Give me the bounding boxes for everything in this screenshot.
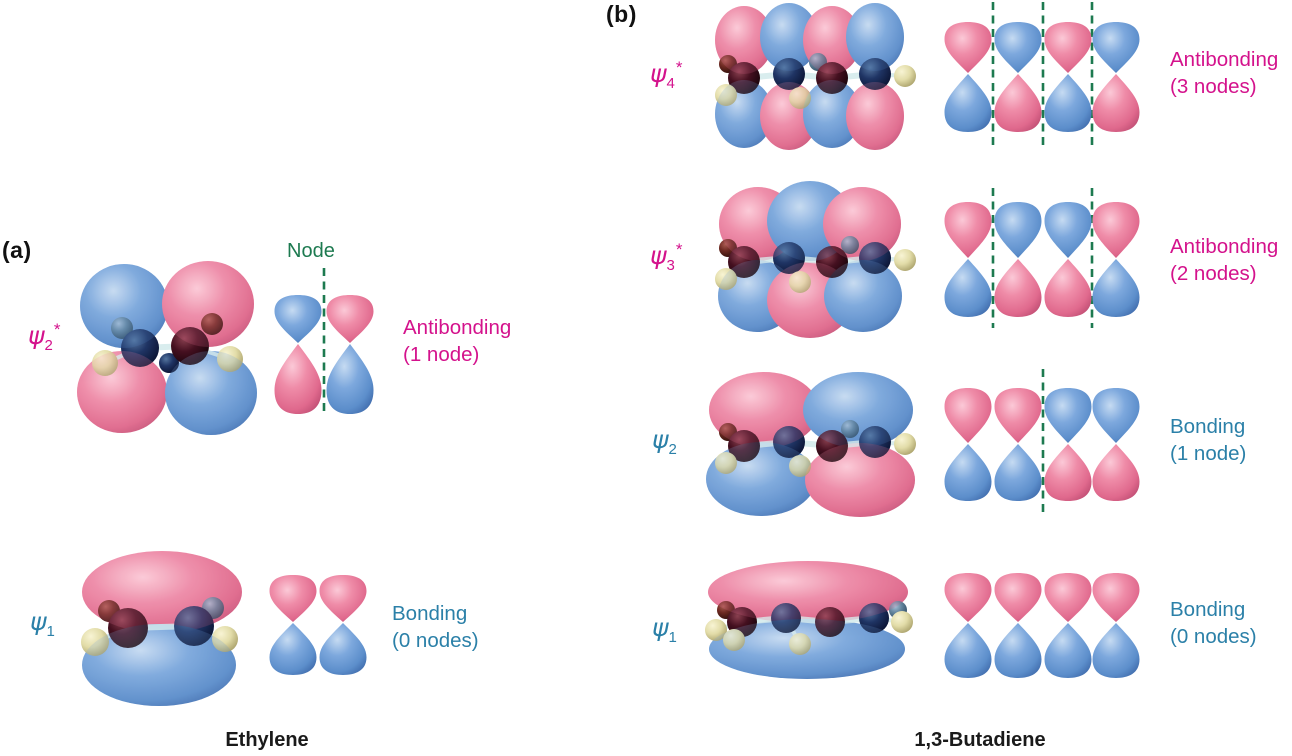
panel-b-label: (b): [606, 1, 637, 27]
mo-3d-butadiene-psi1: [705, 561, 913, 679]
psi-symbol: ψ: [28, 321, 45, 350]
psi-label-butadiene-psi2: ψ2: [652, 424, 678, 458]
mo-type-label-ethylene-psi2star: Antibonding (1 node): [403, 314, 511, 368]
psi-label-ethylene-psi2star: ψ2*: [28, 320, 60, 354]
mo-type-line2: (1 node): [1170, 442, 1247, 465]
mo-3d-butadiene-psi2: [706, 372, 916, 517]
psi-symbol: ψ: [650, 59, 667, 88]
mo-3d-butadiene-psi4star: [715, 3, 916, 150]
mo-3d-ethylene-psi2star: [77, 261, 257, 435]
psi-symbol: ψ: [30, 607, 47, 636]
psi-subscript: 2: [668, 441, 677, 458]
psi-symbol: ψ: [652, 613, 669, 642]
p-orbital-schematic-ethylene-psi2star: [274, 268, 374, 415]
mo-type-line2: (2 nodes): [1170, 262, 1257, 285]
psi-superscript: *: [675, 58, 683, 77]
mo-type-line1: Antibonding: [1170, 235, 1279, 258]
psi-label-butadiene-psi3star: ψ3*: [650, 240, 682, 274]
psi-subscript: 1: [668, 629, 677, 646]
psi-subscript: 4: [666, 75, 675, 92]
p-orbital-schematic-butadiene-psi1: [944, 573, 1140, 678]
p-orbital-schematic-butadiene-psi3star: [944, 188, 1140, 328]
mo-type-label-butadiene-psi3star: Antibonding (2 nodes): [1170, 233, 1278, 287]
mo-type-line2: (0 nodes): [1170, 625, 1257, 648]
mo-type-line1: Bonding: [1170, 415, 1246, 438]
molecule-name-ethylene: Ethylene: [225, 729, 309, 751]
psi-subscript: 1: [46, 623, 55, 640]
mo-type-line2: (3 nodes): [1170, 75, 1257, 98]
psi-label-butadiene-psi1: ψ1: [652, 612, 678, 646]
mo-type-label-butadiene-psi2: Bonding (1 node): [1170, 413, 1246, 467]
psi-symbol: ψ: [652, 425, 669, 454]
mo-type-line1: Antibonding: [1170, 48, 1279, 71]
p-orbital-schematic-butadiene-psi4star: [944, 2, 1140, 150]
mo-type-line1: Bonding: [1170, 598, 1246, 621]
mo-3d-butadiene-psi3star: [715, 181, 916, 338]
psi-superscript: *: [53, 320, 61, 339]
mo-3d-ethylene-psi1: [81, 551, 242, 706]
psi-label-butadiene-psi4star: ψ4*: [650, 58, 682, 92]
psi-symbol: ψ: [650, 241, 667, 270]
p-orbital-schematic-butadiene-psi2: [944, 369, 1140, 512]
mo-type-line2: (1 node): [403, 343, 480, 366]
psi-subscript: 3: [666, 257, 675, 274]
mo-type-label-butadiene-psi1: Bonding (0 nodes): [1170, 596, 1257, 650]
p-orbital-schematic-ethylene-psi1: [269, 575, 367, 675]
mo-type-label-butadiene-psi4star: Antibonding (3 nodes): [1170, 46, 1278, 100]
mo-type-line1: Bonding: [392, 602, 468, 625]
node-annotation: Node: [287, 240, 335, 262]
mo-type-label-ethylene-psi1: Bonding (0 nodes): [392, 600, 479, 654]
mo-type-line2: (0 nodes): [392, 629, 479, 652]
molecule-name-butadiene: 1,3-Butadiene: [914, 729, 1046, 751]
psi-label-ethylene-psi1: ψ1: [30, 606, 56, 640]
psi-subscript: 2: [44, 337, 53, 354]
panel-a-label: (a): [2, 237, 32, 263]
mo-type-line1: Antibonding: [403, 316, 512, 339]
psi-superscript: *: [675, 240, 683, 259]
